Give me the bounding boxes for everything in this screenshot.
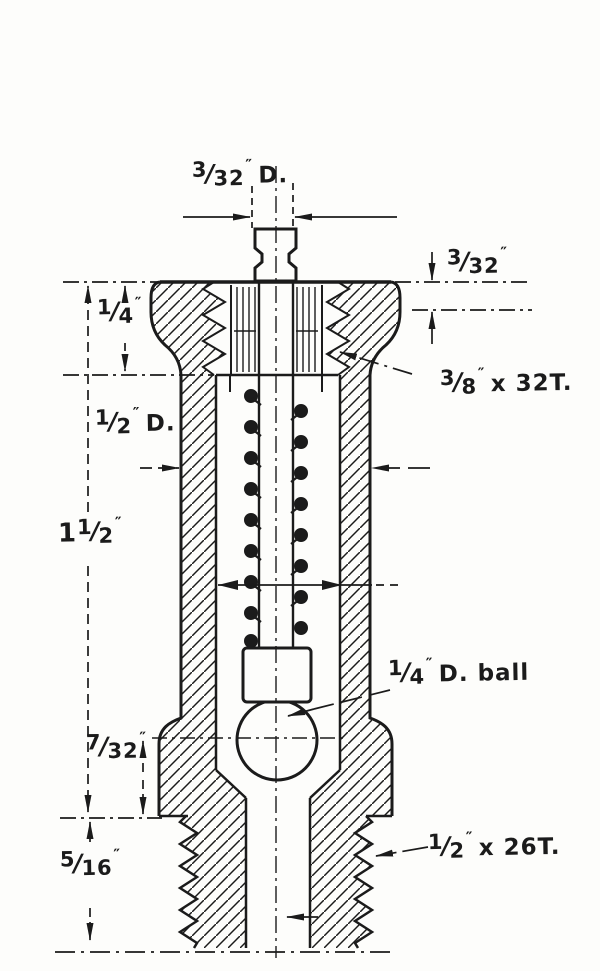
outlet-thread-left — [177, 815, 200, 949]
wall-right-hatch — [310, 375, 392, 816]
body-outline — [149, 280, 402, 949]
stem-right-hatch — [310, 816, 372, 948]
spring — [244, 389, 308, 648]
leader-ball-arrow — [287, 708, 315, 717]
dimension-lines — [55, 183, 532, 953]
dim-label-core-thread: 3/8″x 32T. — [439, 364, 573, 399]
pin-cap — [253, 227, 298, 283]
outlet-thread-right — [352, 815, 375, 949]
spring-retainer-block — [241, 646, 313, 704]
dim-label-body-diameter: 1/2″D. — [94, 403, 176, 439]
leader-ball-dash — [313, 689, 391, 710]
dim-label-stem-diameter: 3/32″D. — [191, 155, 289, 191]
flange-left-hatch — [151, 282, 225, 375]
valve-core-barrel — [216, 285, 338, 392]
bore-arrowhead-left — [218, 580, 238, 590]
dim-label-cap-height: 1/4″ — [96, 293, 143, 329]
dim-label-body-length: 11/2″ — [57, 513, 123, 549]
seat-cone-right — [309, 769, 341, 799]
dim-label-ball-diameter: 1/4″D. ball — [387, 654, 530, 689]
flange-right-profile — [368, 280, 402, 816]
valve-pin — [253, 227, 298, 648]
wall-left-hatch — [159, 375, 246, 816]
dim-label-seat-height: 7/32″ — [85, 728, 148, 764]
leader-outlet-thread — [375, 846, 429, 857]
leader-core-thread — [339, 351, 413, 375]
dim-label-cap-depth: 3/32″ — [446, 243, 509, 279]
flange-left-profile — [149, 280, 183, 816]
stem-left-hatch — [180, 816, 246, 948]
section-hatching — [151, 282, 400, 948]
bore-arrowhead-right — [322, 580, 342, 590]
core-thread-left — [201, 281, 227, 376]
dim-label-thread-length: 5/16″ — [59, 845, 122, 881]
spring-coil-right — [290, 404, 308, 635]
seat-cone-left — [215, 769, 247, 799]
spring-coil-left — [244, 389, 262, 648]
core-thread-right — [325, 281, 351, 376]
centerlines — [152, 166, 348, 958]
dim-label-outlet-thread: 1/2″x 26T. — [427, 828, 561, 863]
internal-threads — [201, 281, 351, 376]
